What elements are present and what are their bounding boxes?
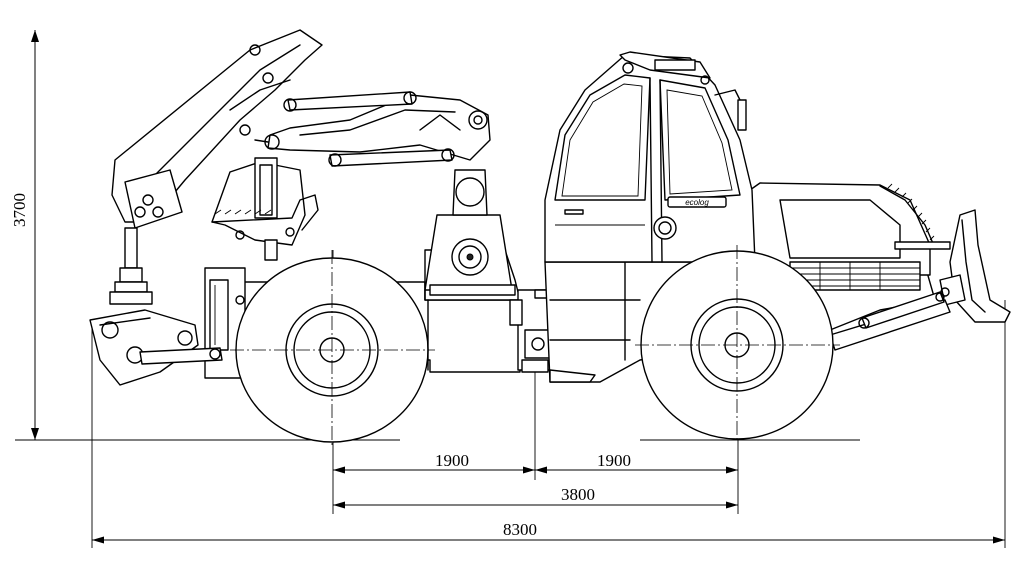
chassis-overlay [424, 281, 429, 371]
dozer-blade [829, 209, 1011, 351]
rear-wheel [635, 245, 840, 442]
rear-half-wheelbase-label: 1900 [597, 451, 631, 470]
dimension-lines [15, 30, 1006, 548]
front-half-wheelbase-label: 1900 [435, 451, 469, 470]
wheelbase-label: 3800 [561, 485, 595, 504]
cab-badge-text: ecolog [685, 198, 709, 207]
front-wheel [230, 250, 435, 445]
cab: ecolog [544, 51, 756, 263]
crane [89, 29, 491, 386]
overall-length-label: 8300 [503, 520, 537, 539]
height-dimension-label: 3700 [10, 193, 29, 227]
